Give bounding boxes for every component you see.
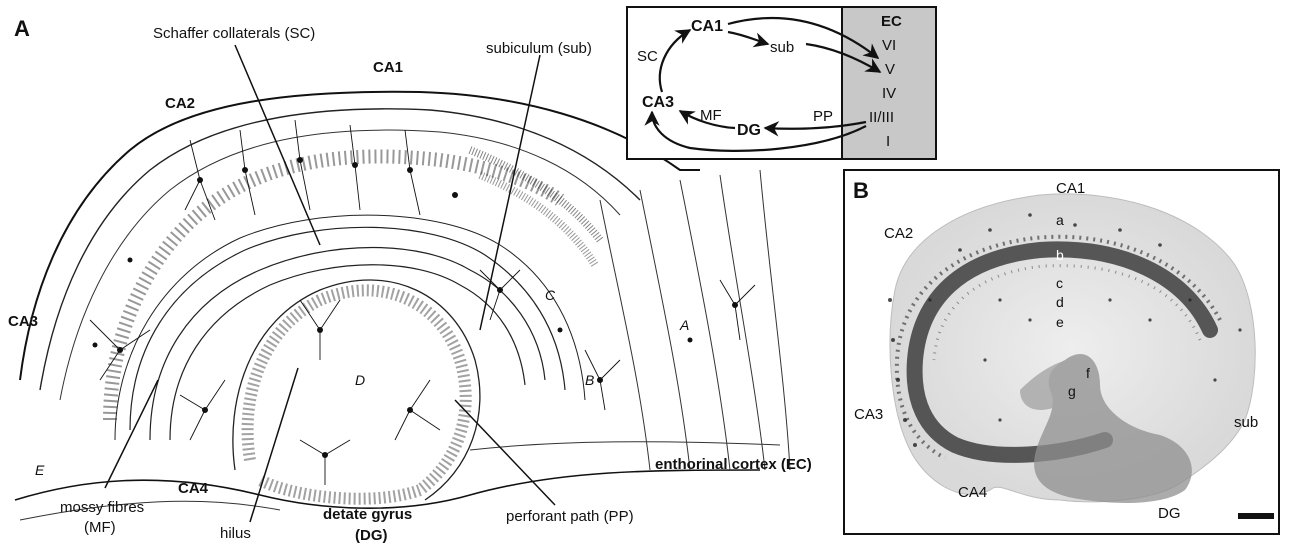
ec-layer-i: I: [886, 133, 890, 150]
svg-text:A: A: [679, 317, 689, 333]
dentate-granule-layer: [248, 290, 466, 498]
circuit-inset: CA1 sub CA3 DG SC MF PP EC VI V IV II/II…: [627, 7, 936, 159]
layer-e: e: [1056, 314, 1064, 330]
label-hilus: hilus: [220, 525, 251, 542]
node-ca3: CA3: [642, 94, 674, 111]
ec-layer-vi: VI: [882, 37, 896, 54]
panel-b-letter: B: [853, 178, 869, 203]
svg-text:C: C: [545, 287, 556, 303]
node-sub: sub: [770, 39, 794, 56]
edge-label-mf: MF: [700, 107, 722, 124]
ec-layer-iv: IV: [882, 85, 896, 102]
layer-a: a: [1056, 212, 1064, 228]
panel-a-letter: A: [14, 16, 30, 41]
svg-text:E: E: [35, 462, 45, 478]
label-mossy-fibres-abbr: (MF): [84, 519, 116, 536]
svg-text:D: D: [355, 372, 365, 388]
svg-text:B: B: [585, 372, 594, 388]
b-label-ca1: CA1: [1056, 180, 1085, 197]
ec-layer-ii-iii: II/III: [869, 109, 894, 126]
layer-b: b: [1056, 247, 1064, 263]
layer-g: g: [1068, 383, 1076, 399]
panel-a-leaders: [105, 45, 555, 522]
label-entorhinal-cortex: enthorinal cortex (EC): [655, 456, 812, 473]
edge-label-sc: SC: [637, 48, 658, 65]
label-ca3: CA3: [8, 313, 38, 330]
label-schaffer-collaterals: Schaffer collaterals (SC): [153, 25, 315, 42]
layer-d: d: [1056, 294, 1064, 310]
label-ca2: CA2: [165, 95, 195, 112]
b-label-ca2: CA2: [884, 225, 913, 242]
b-label-dg: DG: [1158, 505, 1181, 522]
pyramidal-layer: [110, 156, 560, 420]
panel-b: B CA1 CA2 CA3 CA4 DG sub a b c d e f g: [844, 170, 1279, 534]
label-mossy-fibres: mossy fibres: [60, 499, 144, 516]
node-ca1: CA1: [691, 18, 723, 35]
label-perforant-path: perforant path (PP): [506, 508, 634, 525]
label-dentate-gyrus: detate gyrus: [323, 506, 412, 523]
layer-c: c: [1056, 275, 1063, 291]
edge-label-pp: PP: [813, 108, 833, 125]
label-dentate-gyrus-abbr: (DG): [355, 527, 388, 544]
b-label-ca4: CA4: [958, 484, 987, 501]
b-label-sub: sub: [1234, 414, 1258, 431]
label-ca4: CA4: [178, 480, 209, 497]
label-ca1: CA1: [373, 59, 403, 76]
scale-bar: [1238, 513, 1274, 519]
node-dg: DG: [737, 122, 761, 139]
label-subiculum: subiculum (sub): [486, 40, 592, 57]
layer-f: f: [1086, 365, 1090, 381]
b-label-ca3: CA3: [854, 406, 883, 423]
ec-title: EC: [881, 13, 902, 30]
ec-layer-v: V: [885, 61, 895, 78]
